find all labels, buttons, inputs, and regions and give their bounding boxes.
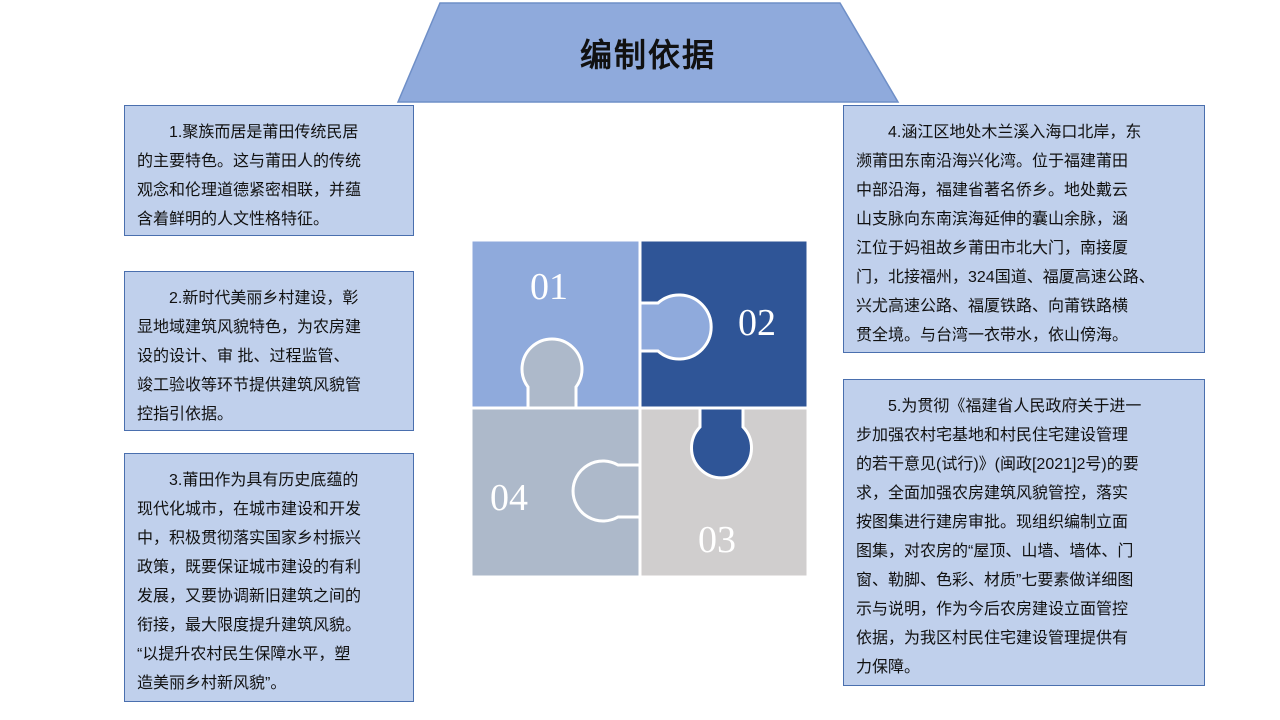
text-line: 含着鲜明的人文性格特征。 [137,211,330,228]
text-line: 造美丽乡村新风貌”。 [137,675,287,692]
text-line: 按图集进行建房审批。现组织编制立面 [856,514,1129,531]
text-line: 衔接，最大限度提升建筑风貌。 [137,617,362,634]
text-line: 的主要特色。这与莆田人的传统 [137,153,362,170]
text-line: 求，全面加强农房建筑风貌管控，落实 [856,485,1129,502]
title-banner: 编制依据 [396,2,900,104]
text-line: 控指引依据。 [137,406,234,423]
text-line: 设的设计、审 批、过程监管、 [137,348,350,365]
text-line: 兴尤高速公路、福厦铁路、向莆铁路横 [856,298,1129,315]
text-box-3: 3.莆田作为具有历史底蕴的现代化城市，在城市建设和开发中，积极贯彻落实国家乡村振… [124,453,414,702]
text-line: 贯全境。与台湾一衣带水，依山傍海。 [856,327,1129,344]
puzzle-label-01: 01 [530,266,568,308]
knob-04-right [571,459,642,523]
text-line: 现代化城市，在城市建设和开发 [137,501,362,518]
text-line: 3.莆田作为具有历史底蕴的 [137,472,359,489]
text-box-5: 5.为贯彻《福建省人民政府关于进一步加强农村宅基地和村民住宅建设管理的若干意见(… [843,379,1205,686]
text-box-2: 2.新时代美丽乡村建设，彰显地域建筑风貌特色，为农房建设的设计、审 批、过程监管… [124,271,414,431]
text-line: 观念和伦理道德紧密相联，并蕴 [137,182,362,199]
puzzle-graphic: 01 02 03 04 [469,238,810,579]
text-line: 图集，对农房的“屋顶、山墙、墙体、门 [856,543,1134,560]
text-line: 中，积极贯彻落实国家乡村振兴 [137,530,362,547]
puzzle-label-03: 03 [698,519,736,561]
text-line: 发展，又要协调新旧建筑之间的 [137,588,362,605]
text-line: 政策，既要保证城市建设的有利 [137,559,362,576]
banner-trapezoid [396,2,900,103]
text-line: 示与说明，作为今后农房建设立面管控 [856,601,1129,618]
text-line: 显地域建筑风貌特色，为农房建 [137,319,362,336]
text-line: 4.涵江区地处木兰溪入海口北岸，东 [856,124,1142,141]
page-title: 编制依据 [579,37,716,73]
puzzle-label-04: 04 [490,477,528,519]
text-line: 的若干意见(试行)》(闽政[2021]2号)的要 [856,456,1139,473]
text-line: 5.为贯彻《福建省人民政府关于进一 [856,398,1142,415]
text-line: “以提升农村民生保障水平，塑 [137,646,351,663]
text-line: 1.聚族而居是莆田传统民居 [137,124,359,141]
knob-04-top [520,337,584,410]
text-box-4: 4.涵江区地处木兰溪入海口北岸，东濒莆田东南沿海兴化湾。位于福建莆田中部沿海，福… [843,105,1205,353]
text-line: 山支脉向东南滨海延伸的囊山余脉，涵 [856,211,1129,228]
text-line: 江位于妈祖故乡莆田市北大门，南接厦 [856,240,1129,257]
puzzle-label-02: 02 [738,302,776,344]
text-line: 竣工验收等环节提供建筑风貌管 [137,377,362,394]
text-line: 2.新时代美丽乡村建设，彰 [137,290,359,307]
text-line: 窗、勒脚、色彩、材质”七要素做详细图 [856,572,1134,589]
text-line: 濒莆田东南沿海兴化湾。位于福建莆田 [856,153,1129,170]
text-line: 中部沿海，福建省著名侨乡。地处戴云 [856,182,1129,199]
text-line: 依据，为我区村民住宅建设管理提供有 [856,630,1129,647]
text-box-1: 1.聚族而居是莆田传统民居的主要特色。这与莆田人的传统观念和伦理道德紧密相联，并… [124,105,414,236]
knob-02 [690,406,753,480]
text-line: 力保障。 [856,659,921,676]
text-line: 门，北接福州，324国道、福厦高速公路、 [856,269,1155,286]
knob-01 [638,293,713,361]
text-line: 步加强农村宅基地和村民住宅建设管理 [856,427,1129,444]
